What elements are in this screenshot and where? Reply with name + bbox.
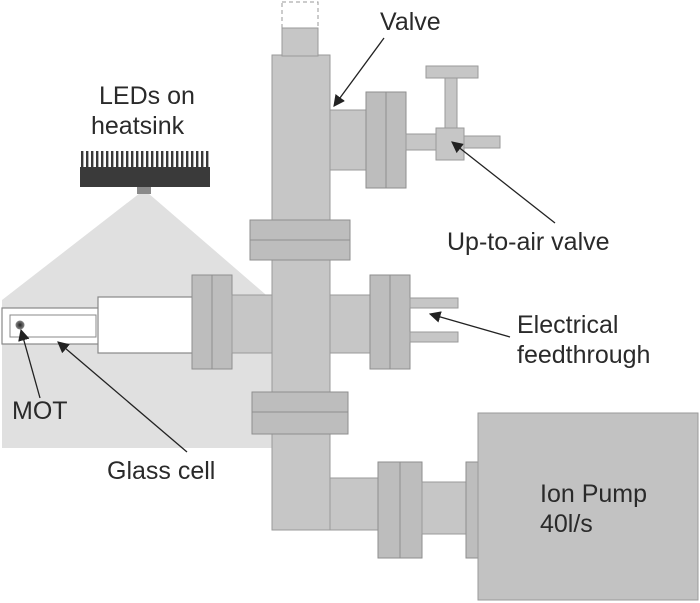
electrical-arrow [428, 311, 511, 338]
heatsink-fin [176, 151, 179, 168]
top-stub [281, 27, 319, 57]
heatsink-fin [106, 151, 109, 168]
leds-label-line2: heatsink [91, 112, 185, 140]
heatsink-fin [111, 151, 114, 168]
feedthrough-flange-2 [389, 274, 411, 370]
heatsink-fin [166, 151, 169, 168]
upper-cross-flange-2 [249, 239, 351, 261]
ion-pump-body [477, 412, 699, 601]
leds-label-line1: LEDs on [99, 82, 195, 110]
mot-arrow [18, 328, 41, 399]
top-port-dashed [281, 1, 319, 29]
up-to-air-valve-stem [444, 75, 458, 129]
lower-cross-flange-1 [251, 391, 349, 413]
electrical-label-line1: Electrical [517, 311, 618, 339]
electrical-label-line2: feedthrough [517, 341, 650, 369]
ion-pump-label-line1: Ion Pump [540, 480, 647, 508]
heatsink-fin [181, 151, 184, 168]
heatsink-fin [206, 151, 209, 168]
up-to-air-valve-body [435, 127, 465, 161]
heatsink-fin [171, 151, 174, 168]
heatsink-fin [91, 151, 94, 168]
up-to-air-valve-handle [425, 65, 479, 79]
feedthrough-pin-lower [409, 331, 459, 343]
heatsink-fin [136, 151, 139, 168]
glass-cell-flange-outer [191, 274, 213, 370]
pump-elbow [329, 477, 381, 531]
ion-pump-label-line2: 40l/s [540, 510, 593, 538]
heatsink-fin [161, 151, 164, 168]
electrical-label: Electrical feedthrough [517, 311, 650, 369]
heatsink-fin [86, 151, 89, 168]
heatsink-fin [131, 151, 134, 168]
heatsink-fin [186, 151, 189, 168]
heatsink-fin [201, 151, 204, 168]
heatsink-fin [121, 151, 124, 168]
leds-label: LEDs on heatsink [91, 82, 202, 140]
heatsink-fin [81, 151, 84, 168]
ion-pump-label: Ion Pump 40l/s [540, 480, 654, 538]
up-to-air-label: Up-to-air valve [447, 228, 610, 256]
valve-flange-2 [385, 91, 407, 189]
valve-branch [329, 109, 369, 171]
main-tube [271, 54, 331, 531]
glass-cell-label: Glass cell [107, 457, 215, 485]
glass-cell-flange-inner [211, 274, 233, 370]
pump-neck [421, 481, 469, 535]
heatsink-fin [116, 151, 119, 168]
heatsink-fin [156, 151, 159, 168]
heatsink-fin [146, 151, 149, 168]
feedthrough-pin-upper [409, 297, 459, 309]
mot-label: MOT [12, 397, 68, 425]
valve-stub [405, 133, 437, 151]
heatsink-fin [196, 151, 199, 168]
heatsink-fin [151, 151, 154, 168]
glass-cell-arrow [57, 341, 188, 453]
valve-label: Valve [380, 8, 441, 36]
up-to-air-arrow [451, 141, 556, 224]
valve-arrow [333, 37, 385, 107]
heatsink-fin [141, 151, 144, 168]
heatsink-fin [191, 151, 194, 168]
heatsink-fin [101, 151, 104, 168]
lower-cross-flange-2 [251, 411, 349, 435]
heatsink-fins [81, 151, 209, 168]
upper-cross-flange-1 [249, 219, 351, 241]
feedthrough-flange-1 [369, 274, 391, 370]
pump-flange-1 [377, 461, 401, 559]
up-to-air-valve-outlet [463, 135, 501, 149]
heatsink-fin [126, 151, 129, 168]
pump-flange-2 [399, 461, 423, 559]
valve-flange-1 [365, 91, 387, 189]
mot-cloud [15, 320, 25, 330]
led-heatsink [80, 151, 210, 194]
heatsink-fin [96, 151, 99, 168]
